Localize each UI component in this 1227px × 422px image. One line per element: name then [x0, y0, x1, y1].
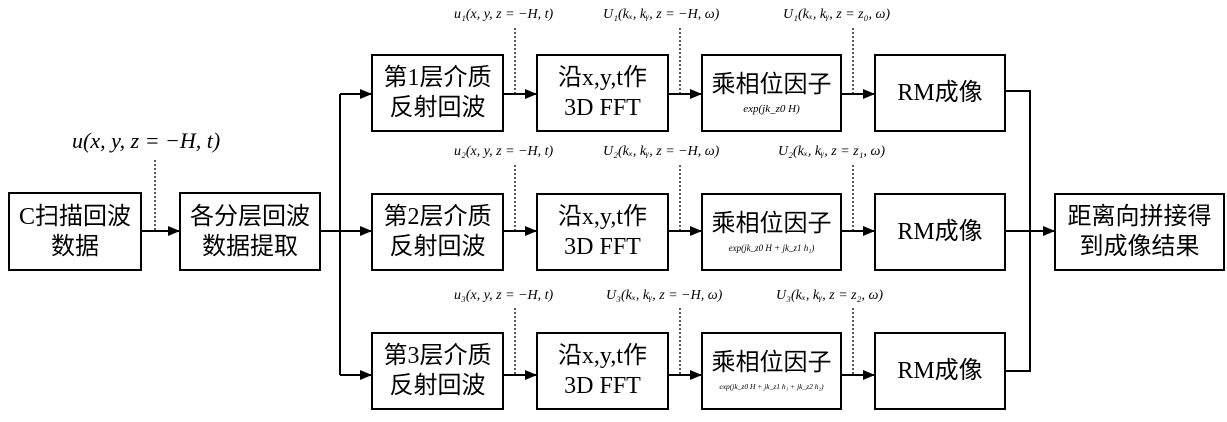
rm-imaging-2-box: RM成像: [874, 193, 1006, 271]
cscan-data-box: C扫描回波 数据: [8, 192, 142, 271]
signal-shifted-1: U₁(kₓ, kᵧ, z = z₀, ω): [783, 7, 891, 22]
phase-factor-3-formula: exp(jk_z0 H + jk_z1 h₁ + jk_z2 h₂): [719, 382, 824, 391]
layer-2-line-1: 第2层介质: [383, 204, 492, 230]
signal-time-2: u₂(x, y, z = −H, t): [454, 144, 554, 159]
signal-shifted-3: U₃(kₓ, kᵧ, z = z₂, ω): [776, 288, 884, 303]
phase-factor-1-title: 乘相位因子: [711, 72, 832, 98]
fft-1-box: 沿x,y,t作 3D FFT: [536, 54, 669, 132]
input-signal-label: u(x, y, z = −H, t): [72, 128, 221, 153]
rm-imaging-3-box: RM成像: [874, 332, 1006, 410]
phase-factor-2-title: 乘相位因子: [711, 211, 832, 237]
layer-1-line-1: 第1层介质: [383, 65, 492, 91]
signal-freq-2: U₂(kₓ, kᵧ, z = −H, ω): [603, 144, 720, 159]
layer-2-echo-box: 第2层介质 反射回波: [371, 193, 504, 271]
layer-3-echo-box: 第3层介质 反射回波: [371, 332, 504, 410]
layer-2-line-2: 反射回波: [389, 234, 486, 260]
output-merge-box: 距离向拼接得 到成像结果: [1054, 193, 1225, 271]
fft-3-box: 沿x,y,t作 3D FFT: [536, 332, 669, 410]
cscan-data-line-1: C扫描回波: [18, 203, 131, 230]
fft-1-line-2: 3D FFT: [564, 95, 641, 121]
rm-imaging-2-label: RM成像: [897, 219, 983, 245]
layer-extract-line-1: 各分层回波: [190, 203, 310, 230]
signal-freq-1: U₁(kₓ, kᵧ, z = −H, ω): [603, 7, 720, 22]
fft-2-line-1: 沿x,y,t作: [557, 204, 648, 230]
signal-time-1: u₁(x, y, z = −H, t): [454, 7, 554, 22]
signal-freq-3: U₃(kₓ, kᵧ, z = −H, ω): [606, 288, 723, 303]
fft-1-line-1: 沿x,y,t作: [557, 65, 648, 91]
phase-factor-1-box: 乘相位因子 exp(jk_z0 H): [701, 54, 842, 132]
phase-factor-1-formula: exp(jk_z0 H): [743, 103, 800, 115]
layer-3-line-2: 反射回波: [389, 373, 486, 399]
phase-factor-3-title: 乘相位因子: [711, 350, 832, 376]
layer-extract-line-2: 数据提取: [202, 233, 298, 260]
phase-factor-3-box: 乘相位因子 exp(jk_z0 H + jk_z1 h₁ + jk_z2 h₂): [701, 332, 842, 410]
signal-shifted-2: U₂(kₓ, kᵧ, z = z₁, ω): [778, 144, 886, 159]
fft-2-line-2: 3D FFT: [564, 234, 641, 260]
fft-3-line-2: 3D FFT: [564, 373, 641, 399]
phase-factor-2-box: 乘相位因子 exp(jk_z0 H + jk_z1 h₁): [701, 193, 842, 271]
rm-imaging-1-box: RM成像: [874, 54, 1006, 132]
fft-2-box: 沿x,y,t作 3D FFT: [536, 193, 669, 271]
output-line-2: 到成像结果: [1079, 234, 1200, 260]
signal-time-3: u₃(x, y, z = −H, t): [454, 288, 554, 303]
layer-1-line-2: 反射回波: [389, 95, 486, 121]
layer-extract-box: 各分层回波 数据提取: [179, 192, 321, 271]
output-line-1: 距离向拼接得: [1067, 204, 1212, 230]
layer-3-line-1: 第3层介质: [383, 343, 492, 369]
rm-imaging-1-label: RM成像: [897, 80, 983, 106]
phase-factor-2-formula: exp(jk_z0 H + jk_z1 h₁): [728, 243, 815, 253]
rm-imaging-3-label: RM成像: [897, 358, 983, 384]
layer-1-echo-box: 第1层介质 反射回波: [371, 54, 504, 132]
fft-3-line-1: 沿x,y,t作: [557, 343, 648, 369]
cscan-data-line-2: 数据: [51, 233, 99, 260]
